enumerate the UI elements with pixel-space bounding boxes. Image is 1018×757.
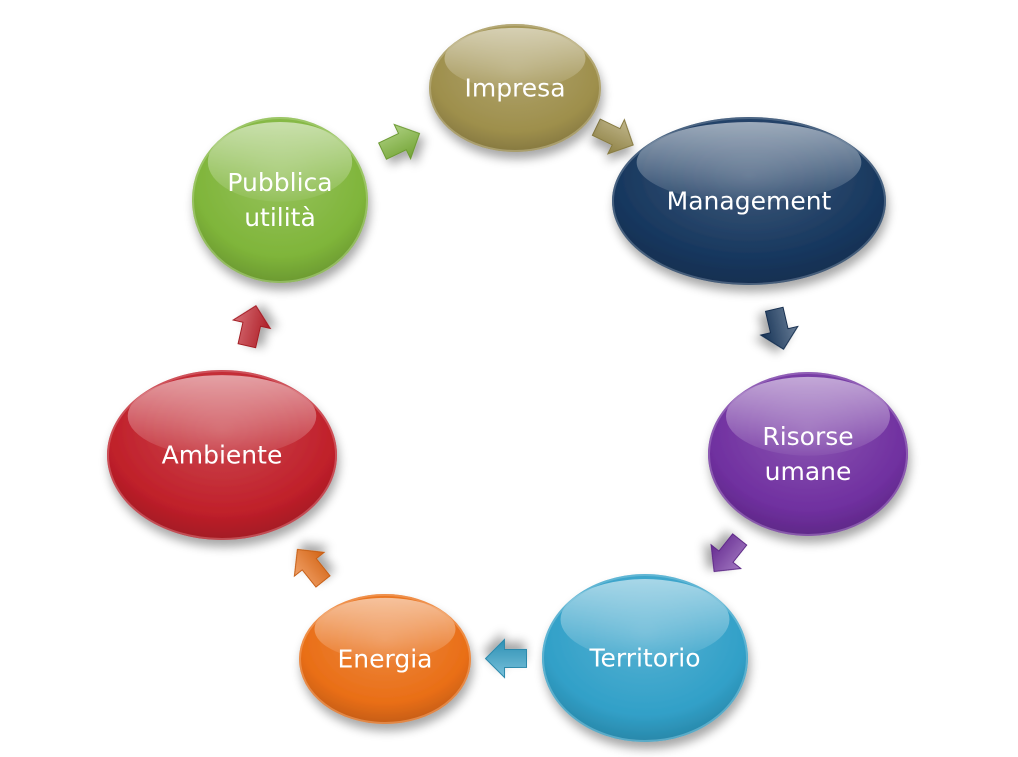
node-management-gloss — [636, 122, 862, 203]
node-management: Management — [612, 117, 886, 285]
node-pubblica-utilita: Pubblica utilità — [192, 117, 368, 283]
node-ambiente-label-line-1: Ambiente — [162, 441, 283, 470]
node-energia: Energia — [299, 594, 471, 724]
arrow-ambiente-to-pubblica-utilita — [231, 305, 272, 349]
node-territorio-gloss — [560, 579, 730, 660]
node-territorio: Territorio — [542, 574, 748, 742]
node-ambiente-gloss — [127, 375, 317, 457]
node-energia-gloss — [314, 597, 456, 661]
node-ambiente: Ambiente — [107, 370, 337, 540]
node-risorse-umane-gloss — [726, 376, 890, 456]
node-impresa-label-line-1: Impresa — [464, 74, 565, 103]
node-territorio-rim — [542, 574, 748, 742]
arrow-territorio-to-energia — [484, 638, 528, 679]
node-impresa: Impresa — [429, 24, 601, 152]
node-pubblica-utilita-label-line-2: utilità — [244, 203, 316, 232]
arrow-pubblica-utilita-to-impresa — [378, 123, 421, 161]
node-risorse-umane-label-line-2: umane — [765, 457, 852, 486]
arrows-layer — [231, 118, 799, 679]
arrow-energia-to-ambiente — [293, 548, 331, 588]
node-risorse-umane-rim — [708, 372, 908, 536]
node-management-label-line-1: Management — [667, 187, 832, 216]
node-impresa-gloss — [444, 27, 586, 90]
node-management-rim — [612, 117, 886, 285]
node-energia-label-line-1: Energia — [338, 645, 433, 674]
node-pubblica-utilita-label-line-1: Pubblica — [227, 168, 332, 197]
node-ambiente-rim — [107, 370, 337, 540]
arrow-management-to-risorse-umane — [759, 306, 799, 350]
node-energia-rim — [299, 594, 471, 724]
node-risorse-umane-label-line-1: Risorse — [762, 422, 853, 451]
node-pubblica-utilita-gloss — [207, 121, 353, 202]
node-pubblica-utilita-rim — [192, 117, 368, 283]
node-impresa-rim — [429, 24, 601, 152]
node-territorio-label-line-1: Territorio — [588, 644, 700, 673]
node-risorse-umane: Risorse umane — [708, 372, 908, 536]
arrow-risorse-umane-to-territorio — [710, 533, 748, 573]
arrow-impresa-to-management — [591, 118, 634, 155]
